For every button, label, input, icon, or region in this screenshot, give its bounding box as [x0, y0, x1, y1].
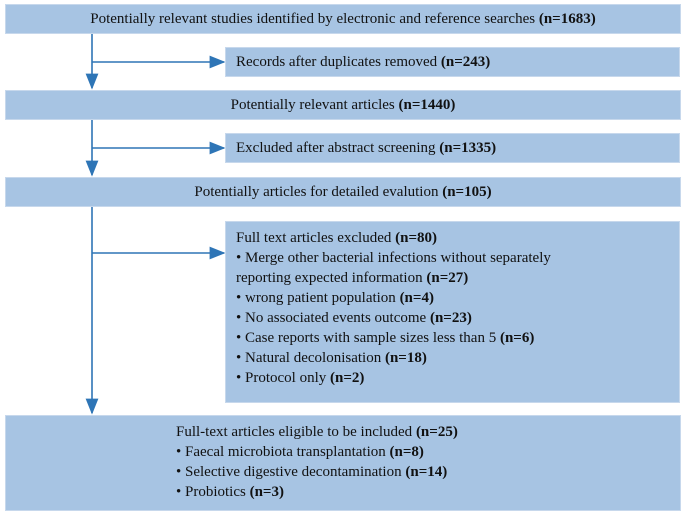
list-item: • No associated events outcome (n=23)	[236, 308, 669, 328]
box-relevant: Potentially relevant articles (n=1440)	[5, 90, 681, 120]
fulltext-excluded-header-line: Full text articles excluded (n=80)	[236, 228, 669, 248]
included-header: Full-text articles eligible to be includ…	[176, 424, 413, 440]
box-fulltext-excluded: Full text articles excluded (n=80) • Mer…	[225, 221, 680, 403]
box-identified-label: Potentially relevant studies identified …	[90, 11, 536, 27]
fulltext-excluded-header: Full text articles excluded	[236, 230, 392, 246]
list-item: • Faecal microbiota transplantation (n=8…	[176, 442, 670, 462]
list-item: • Merge other bacterial infections witho…	[236, 248, 669, 268]
box-included: Full-text articles eligible to be includ…	[5, 415, 681, 511]
list-item-text: • Merge other bacterial infections witho…	[236, 250, 551, 266]
list-item-text: • Faecal microbiota transplantation	[176, 444, 386, 460]
box-detailed-count: (n=105)	[442, 184, 492, 200]
list-item: • Protocol only (n=2)	[236, 368, 669, 388]
list-item-count: (n=27)	[426, 270, 469, 286]
list-item-count: (n=18)	[384, 350, 427, 366]
list-item-count: (n=2)	[330, 370, 365, 386]
included-header-line: Full-text articles eligible to be includ…	[176, 422, 670, 442]
box-abstract-excluded-label: Excluded after abstract screening	[236, 140, 436, 156]
list-item: • Case reports with sample sizes less th…	[236, 328, 669, 348]
box-abstract-excluded-count: (n=1335)	[439, 140, 497, 156]
included-count: (n=25)	[415, 424, 458, 440]
box-detailed-label: Potentially articles for detailed evalut…	[194, 184, 439, 200]
box-detailed: Potentially articles for detailed evalut…	[5, 177, 681, 207]
list-item-count: (n=3)	[249, 484, 284, 500]
list-item-count: (n=8)	[389, 444, 424, 460]
list-item: • wrong patient population (n=4)	[236, 288, 669, 308]
list-item: • Selective digestive decontamination (n…	[176, 462, 670, 482]
box-relevant-count: (n=1440)	[398, 97, 456, 113]
box-duplicates-label: Records after duplicates removed	[236, 54, 438, 70]
box-relevant-label: Potentially relevant articles	[230, 97, 395, 113]
box-abstract-excluded: Excluded after abstract screening (n=133…	[225, 133, 680, 163]
fulltext-excluded-count: (n=80)	[395, 230, 438, 246]
list-item-text: • Protocol only	[236, 370, 327, 386]
list-item: • Probiotics (n=3)	[176, 482, 670, 502]
list-item-text: • No associated events outcome	[236, 310, 427, 326]
list-item-text: • Probiotics	[176, 484, 246, 500]
box-duplicates: Records after duplicates removed (n=243)	[225, 47, 680, 77]
list-item-count: (n=4)	[399, 290, 434, 306]
list-item-text: • Case reports with sample sizes less th…	[236, 330, 497, 346]
list-item-text: • wrong patient population	[236, 290, 396, 306]
list-item-text: • Natural decolonisation	[236, 350, 382, 366]
list-item-count: (n=23)	[429, 310, 472, 326]
box-duplicates-count: (n=243)	[440, 54, 491, 70]
list-item-text: • Selective digestive decontamination	[176, 464, 402, 480]
list-item: reporting expected information (n=27)	[236, 268, 669, 288]
box-identified: Potentially relevant studies identified …	[5, 4, 681, 34]
list-item-count: (n=14)	[405, 464, 448, 480]
box-identified-count: (n=1683)	[538, 11, 596, 27]
list-item: • Natural decolonisation (n=18)	[236, 348, 669, 368]
list-item-text: reporting expected information	[236, 270, 423, 286]
list-item-count: (n=6)	[499, 330, 535, 346]
